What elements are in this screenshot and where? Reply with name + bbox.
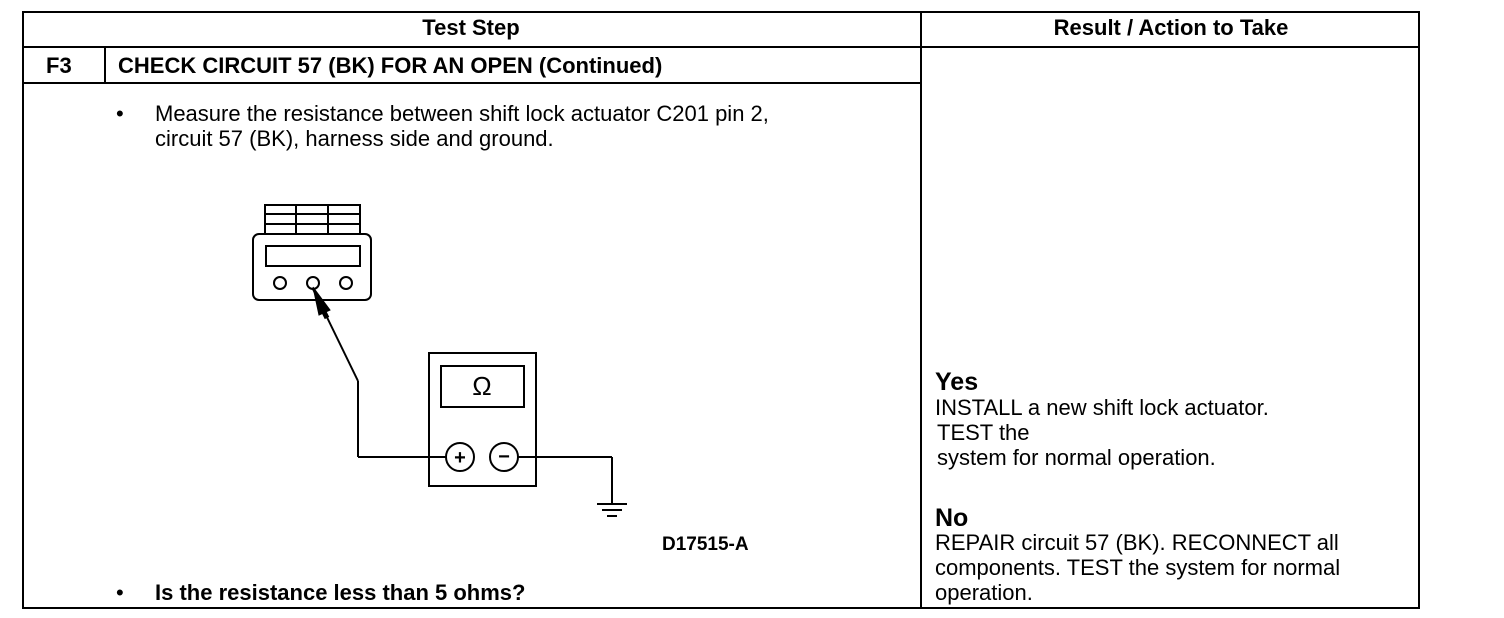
header-result-action: Result / Action to Take (1053, 15, 1289, 40)
question-bullet: • (116, 580, 124, 605)
no-action-line-2: components. TEST the system for normal (935, 555, 1341, 580)
header-test-step: Test Step (422, 15, 520, 40)
test-table-frame (22, 11, 1420, 609)
step-id-divider (104, 46, 106, 84)
plus-terminal-label: + (454, 447, 466, 469)
no-label: No (935, 504, 969, 532)
ohm-symbol: Ω (472, 371, 491, 401)
header-divider (22, 46, 1420, 48)
step-id: F3 (46, 53, 72, 78)
measurement-diagram: Ω + − D17515-A (252, 204, 749, 555)
step-title: CHECK CIRCUIT 57 (BK) FOR AN OPEN (Conti… (118, 53, 663, 78)
ground-symbol-icon (597, 503, 627, 517)
step-title-divider (22, 82, 922, 84)
minus-terminal-label: − (498, 446, 510, 468)
no-action-line-1: REPAIR circuit 57 (BK). RECONNECT all (935, 530, 1339, 555)
yes-action-line-1: INSTALL a new shift lock actuator. (935, 395, 1269, 420)
instruction-bullet: • (116, 101, 124, 126)
column-divider (920, 11, 922, 609)
no-action-line-3: operation. (935, 580, 1033, 605)
question-text: Is the resistance less than 5 ohms? (155, 580, 526, 605)
instruction-line-2: circuit 57 (BK), harness side and ground… (155, 126, 554, 151)
instruction-line-1: Measure the resistance between shift loc… (155, 101, 769, 126)
connector-c201-icon (252, 204, 372, 301)
probe-lead (312, 288, 446, 458)
ground-lead (518, 456, 613, 503)
yes-label: Yes (935, 368, 979, 396)
yes-action-line-3: system for normal operation. (937, 445, 1216, 470)
ohmmeter-icon (428, 352, 537, 487)
yes-action-line-2: TEST the (937, 420, 1030, 445)
figure-id: D17515-A (662, 534, 749, 555)
